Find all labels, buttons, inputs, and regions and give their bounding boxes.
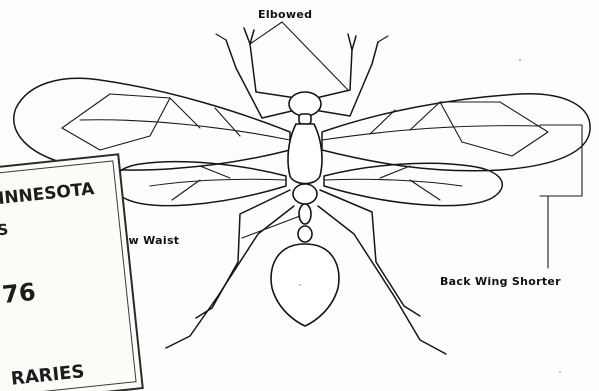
right-back-wing (324, 163, 502, 205)
head (289, 92, 321, 116)
ant-body (271, 92, 339, 326)
label-elbowed: Elbowed (258, 8, 312, 21)
antennae (244, 28, 356, 98)
gaster (271, 244, 339, 326)
library-stamp: INNESOTA S 76 RARIES (0, 154, 143, 391)
right-front-wing (322, 94, 590, 171)
thorax (288, 124, 322, 184)
petiole (299, 204, 311, 224)
stamp-line-3: 76 (1, 278, 37, 309)
left-back-wing (113, 162, 286, 206)
label-back-wing-shorter: Back Wing Shorter (440, 275, 561, 288)
